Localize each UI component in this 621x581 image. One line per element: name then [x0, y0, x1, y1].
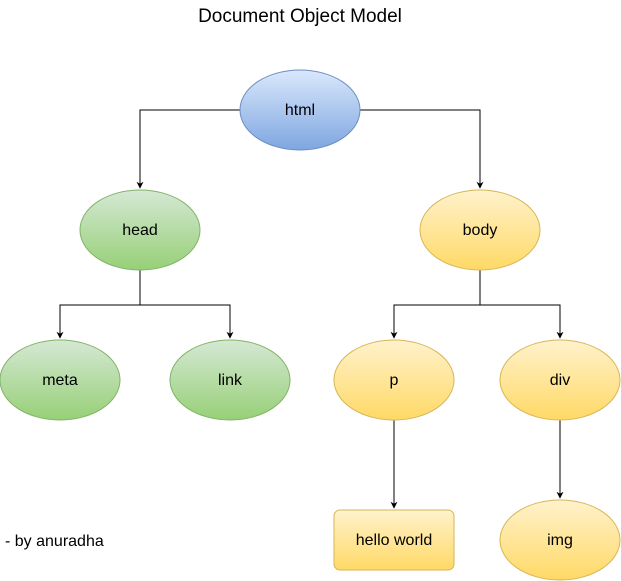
node-img-shape: [499, 499, 621, 581]
node-div-label: div: [550, 372, 570, 389]
node-p: p: [333, 339, 455, 421]
node-meta-shape: [0, 339, 121, 421]
node-link: link: [169, 339, 291, 421]
node-html: html: [239, 69, 361, 151]
node-p-shape: [333, 339, 455, 421]
node-meta-label: meta: [42, 372, 78, 389]
node-hello-world: hello world: [333, 509, 455, 571]
edge-head-link: [140, 304, 234, 339]
node-link-label: link: [218, 372, 243, 389]
node-html-label: html: [285, 102, 315, 119]
node-div: div: [499, 339, 621, 421]
node-hello-world-shape: [333, 509, 455, 571]
edge-body-p: [390, 270, 481, 339]
node-p-label: p: [390, 372, 399, 389]
node-img-label: img: [547, 532, 573, 549]
diagram-title: Document Object Model: [198, 6, 402, 27]
node-head: head: [79, 189, 201, 271]
edge-html-head: [136, 109, 240, 189]
node-body-label: body: [463, 222, 498, 239]
edge-head-meta: [56, 270, 141, 339]
edge-body-div: [480, 304, 564, 339]
edge-html-body: [360, 109, 484, 189]
node-head-label: head: [122, 222, 158, 239]
node-head-shape: [79, 189, 201, 271]
node-hello-world-label: hello world: [356, 532, 432, 549]
node-img: img: [499, 499, 621, 581]
node-html-shape: [239, 69, 361, 151]
node-div-shape: [499, 339, 621, 421]
author-credit: - by anuradha: [5, 533, 104, 550]
node-link-shape: [169, 339, 291, 421]
node-body: body: [419, 189, 541, 271]
node-body-shape: [419, 189, 541, 271]
node-meta: meta: [0, 339, 121, 421]
